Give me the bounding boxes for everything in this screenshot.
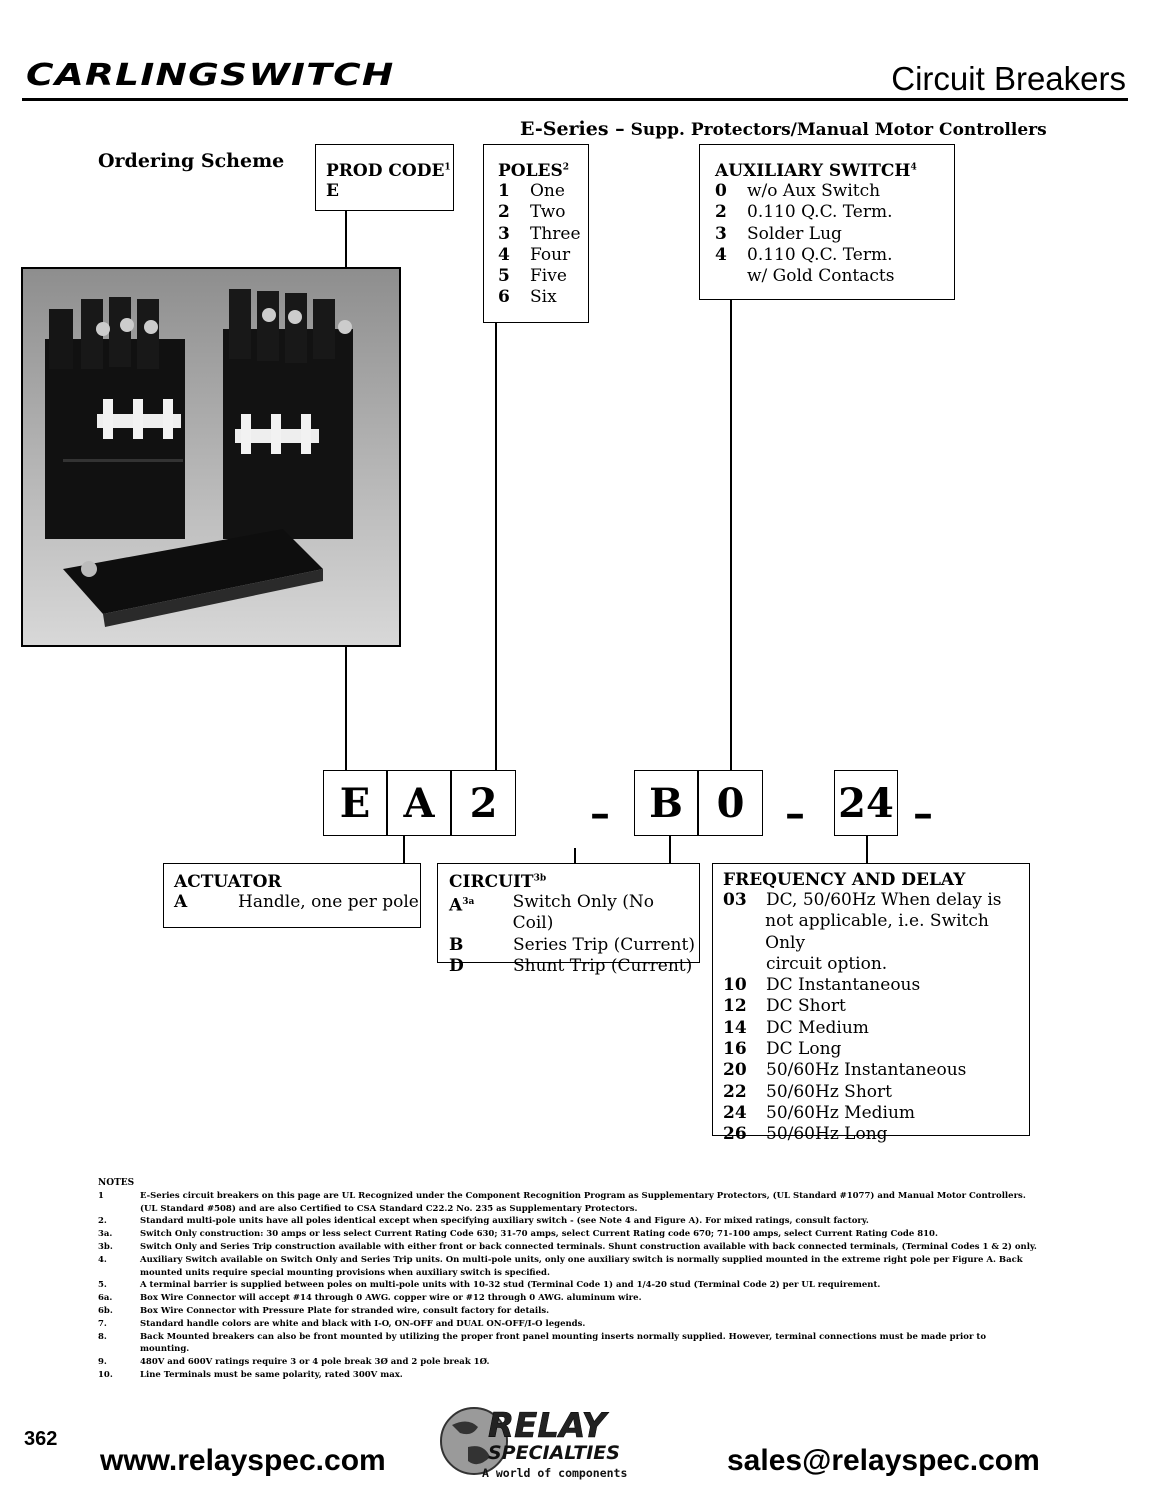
code-segment-prod: E bbox=[323, 770, 387, 836]
frequency-heading: FREQUENCY AND DELAY bbox=[723, 870, 966, 890]
page-title: Circuit Breakers bbox=[891, 60, 1126, 97]
connector-line bbox=[866, 836, 868, 864]
code-segment-frequency: 24 bbox=[834, 770, 898, 836]
note-item: 6b.Box Wire Connector with Pressure Plat… bbox=[98, 1305, 550, 1316]
poles-heading: POLES2 bbox=[498, 161, 570, 181]
note-item: 2.Standard multi-pole units have all pol… bbox=[98, 1216, 869, 1227]
email-link[interactable]: sales@relayspec.com bbox=[727, 1444, 1040, 1477]
connector-line bbox=[403, 836, 405, 864]
relay-specialties-logo: RELAY SPECIALTIES A world of components bbox=[438, 1403, 683, 1481]
code-segment-poles: 2 bbox=[451, 770, 516, 836]
notes-heading: NOTES bbox=[98, 1178, 135, 1188]
note-item: 4.Auxiliary Switch available on Switch O… bbox=[98, 1254, 1023, 1278]
connector-line bbox=[495, 323, 497, 770]
aux-switch-heading: AUXILIARY SWITCH4 bbox=[715, 161, 917, 181]
series-description: Supp. Protectors/Manual Motor Controller… bbox=[630, 120, 1047, 140]
logo-text-specialties: SPECIALTIES bbox=[488, 1442, 620, 1464]
page-number: 362 bbox=[24, 1428, 58, 1450]
circuit-heading: CIRCUIT3b bbox=[449, 872, 547, 892]
prod-code-box: PROD CODE1 E bbox=[315, 144, 454, 211]
list-item: not applicable, i.e. Switch Only bbox=[765, 911, 989, 953]
connector-line bbox=[669, 836, 671, 864]
list-item: w/ Gold Contacts bbox=[747, 266, 895, 287]
code-dash: – bbox=[590, 790, 610, 837]
note-item: 5.A terminal barrier is supplied between… bbox=[98, 1280, 881, 1291]
code-segment-circuit: B bbox=[634, 770, 698, 836]
connector-line bbox=[730, 300, 732, 770]
list-item: circuit option. bbox=[766, 953, 888, 974]
ordering-scheme-label: Ordering Scheme bbox=[98, 150, 285, 172]
note-item: 10.Line Terminals must be same polarity,… bbox=[98, 1369, 403, 1380]
product-photo bbox=[21, 267, 401, 647]
connector-line bbox=[345, 211, 347, 267]
connector-line bbox=[574, 848, 576, 864]
prod-code-value: E bbox=[326, 181, 339, 201]
website-link[interactable]: www.relayspec.com bbox=[100, 1444, 386, 1477]
logo-text-relay: RELAY bbox=[488, 1406, 609, 1446]
globe-logo-icon: RELAY SPECIALTIES A world of components bbox=[440, 1406, 627, 1480]
circuit-breaker-illustration bbox=[23, 269, 399, 645]
note-item: 7.Standard handle colors are white and b… bbox=[98, 1318, 586, 1329]
series-name: E-Series – bbox=[520, 118, 625, 140]
prod-code-heading: PROD CODE1 bbox=[326, 161, 451, 181]
brand-logo: CARLINGSWITCH bbox=[26, 58, 395, 93]
note-item: 3b.Switch Only and Series Trip construct… bbox=[98, 1241, 1037, 1252]
note-item: 9.480V and 600V ratings require 3 or 4 p… bbox=[98, 1357, 490, 1368]
note-item: 6a.Box Wire Connector will accept #14 th… bbox=[98, 1293, 642, 1304]
connector-line bbox=[345, 647, 347, 770]
code-segment-aux: 0 bbox=[698, 770, 763, 836]
note-item: 3a.Switch Only construction: 30 amps or … bbox=[98, 1229, 938, 1240]
code-dash: – bbox=[785, 790, 805, 837]
series-subtitle: E-Series – Supp. Protectors/Manual Motor… bbox=[520, 118, 1047, 140]
header-rule bbox=[22, 98, 1128, 101]
actuator-heading: ACTUATOR bbox=[174, 872, 282, 892]
code-dash: – bbox=[913, 790, 933, 837]
code-segment-actuator: A bbox=[387, 770, 451, 836]
note-item: 8.Back Mounted breakers can also be fron… bbox=[98, 1331, 986, 1355]
logo-tagline: A world of components bbox=[482, 1466, 627, 1480]
